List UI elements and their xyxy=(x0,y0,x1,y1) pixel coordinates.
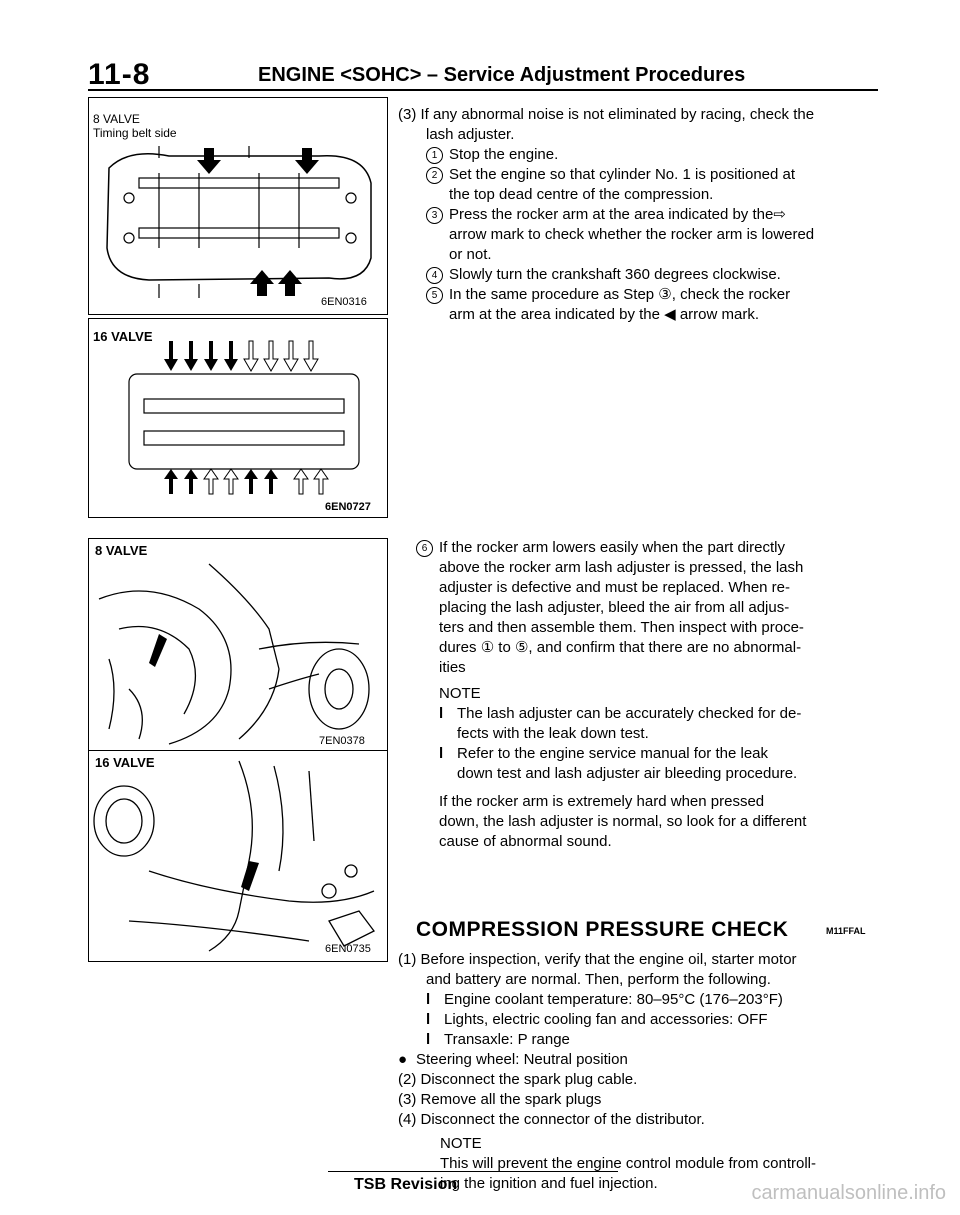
figure-code: 7EN0378 xyxy=(319,735,365,747)
cylinder-head-8v-drawing xyxy=(106,146,372,298)
note-line: down test and lash adjuster air bleeding… xyxy=(457,765,798,782)
step-line: Slowly turn the crankshaft 360 degrees c… xyxy=(449,266,781,283)
step-number-icon: 1 xyxy=(426,147,443,164)
note-label: NOTE xyxy=(439,685,481,702)
figure-code: 6EN0735 xyxy=(325,943,371,955)
figure-label: 8 VALVE xyxy=(93,112,140,126)
page-number: 11-8 xyxy=(88,58,151,91)
note-label: NOTE xyxy=(440,1135,482,1152)
note-line: The lash adjuster can be accurately chec… xyxy=(457,705,802,722)
bullet-item: ● Steering wheel: Neutral position xyxy=(398,1050,878,1070)
figure-sublabel: Timing belt side xyxy=(93,126,177,140)
step-line: arm at the area indicated by the ◀ arrow… xyxy=(449,306,760,323)
substep-2: 2 Set the engine so that cylinder No. 1 … xyxy=(426,165,878,205)
bullet-text: Steering wheel: Neutral position xyxy=(416,1051,628,1068)
item-line: (4) Disconnect the connector of the dist… xyxy=(398,1111,705,1128)
arrow-marks xyxy=(197,148,319,296)
note-item: l Refer to the engine service manual for… xyxy=(439,744,806,784)
item-line: and battery are normal. Then, perform th… xyxy=(426,971,771,988)
bullet-icon: l xyxy=(426,1011,431,1028)
note-line: ing the ignition and fuel injection. xyxy=(440,1175,658,1192)
item-line: (2) Disconnect the spark plug cable. xyxy=(398,1071,638,1088)
footer-rule xyxy=(328,1171,618,1172)
bullet-text: Engine coolant temperature: 80–95°C (176… xyxy=(444,991,783,1008)
step-line: Set the engine so that cylinder No. 1 is… xyxy=(449,166,796,183)
para-line: placing the lash adjuster, bleed the air… xyxy=(439,599,790,616)
substeps: 1 Stop the engine. 2 Set the engine so t… xyxy=(398,145,878,325)
bullet-list: l Engine coolant temperature: 80–95°C (17… xyxy=(398,990,878,1050)
step-number-icon: 3 xyxy=(426,207,443,224)
bullet-item: l Transaxle: P range xyxy=(426,1030,878,1050)
para-line: If the rocker arm is extremely hard when… xyxy=(439,793,765,810)
figure-label: 8 VALVE xyxy=(95,543,148,558)
step-line: or not. xyxy=(449,246,492,263)
figure-code: 6EN0727 xyxy=(325,501,371,513)
watermark: carmanualsonline.info xyxy=(751,1182,946,1204)
bullet-text: Transaxle: P range xyxy=(444,1031,570,1048)
step-number-icon: 6 xyxy=(416,540,433,557)
procedure-step-6: 6 If the rocker arm lowers easily when t… xyxy=(416,538,878,852)
para-line: (3) If any abnormal noise is not elimina… xyxy=(398,106,815,123)
step-number-icon: 4 xyxy=(426,267,443,284)
step-line: the top dead centre of the compression. xyxy=(449,186,714,203)
page-title: ENGINE <SOHC> – Service Adjustment Proce… xyxy=(258,64,746,86)
section-heading: COMPRESSION PRESSURE CHECK xyxy=(416,918,789,941)
bullet-icon: l xyxy=(426,991,431,1008)
figure-label: 16 VALVE xyxy=(93,329,153,344)
bullet-icon: ● xyxy=(398,1051,408,1068)
substep-5: 5 In the same procedure as Step ③, check… xyxy=(426,285,878,325)
bullet-item: l Engine coolant temperature: 80–95°C (17… xyxy=(426,990,878,1010)
figure-16-valve-top: 16 VALVE 6EN0727 xyxy=(88,318,388,518)
para-line: If the rocker arm lowers easily when the… xyxy=(439,539,785,556)
bullet-item: l Lights, electric cooling fan and access… xyxy=(426,1010,878,1030)
para-line: dures ① to ⑤, and confirm that there are… xyxy=(439,639,802,656)
note-line: fects with the leak down test. xyxy=(457,725,649,742)
para-line: down, the lash adjuster is normal, so lo… xyxy=(439,813,807,830)
compression-procedure: (1) Before inspection, verify that the e… xyxy=(398,950,878,1194)
figure-8-valve-top: 8 VALVE Timing belt side 6EN0316 xyxy=(88,97,388,315)
substep-1: 1 Stop the engine. xyxy=(426,145,878,165)
rocker-arm-8v-drawing xyxy=(98,563,370,745)
substep-4: 4 Slowly turn the crankshaft 360 degrees… xyxy=(426,265,878,285)
bullet-icon: l xyxy=(439,705,444,722)
para-line: lash adjuster. xyxy=(426,126,515,143)
arrow-mark-icon: ⇨ xyxy=(773,206,786,223)
step-line: arrow mark to check whether the rocker a… xyxy=(449,226,815,243)
para-line: ities xyxy=(439,659,466,676)
note-line: Refer to the engine service manual for t… xyxy=(457,745,769,762)
para-line: cause of abnormal sound. xyxy=(439,833,612,850)
para-line: ters and then assemble them. Then inspec… xyxy=(439,619,804,636)
rocker-arm-16v-drawing xyxy=(93,760,375,952)
step-line: Press the rocker arm at the area indicat… xyxy=(449,206,774,223)
step-line: In the same procedure as Step ③, check t… xyxy=(449,286,791,303)
para-line: above the rocker arm lash adjuster is pr… xyxy=(439,559,804,576)
figure-8-valve-press: 8 VALVE 7EN0378 xyxy=(88,538,388,752)
bullet-icon: l xyxy=(426,1031,431,1048)
figure-code: 6EN0316 xyxy=(321,296,367,308)
para-line: adjuster is defective and must be replac… xyxy=(439,579,791,596)
step-number-icon: 2 xyxy=(426,167,443,184)
footer-revision: TSB Revision xyxy=(354,1176,458,1193)
cylinder-head-16v-drawing xyxy=(128,340,360,495)
bullet-text: Lights, electric cooling fan and accesso… xyxy=(444,1011,768,1028)
step-number-icon: 5 xyxy=(426,287,443,304)
note-line: This will prevent the engine control mod… xyxy=(440,1155,817,1172)
header-rule xyxy=(88,89,878,91)
item-line: (1) Before inspection, verify that the e… xyxy=(398,951,797,968)
note-item: l The lash adjuster can be accurately ch… xyxy=(439,704,806,744)
figure-label: 16 VALVE xyxy=(95,755,155,770)
section-code: M11FFAL xyxy=(826,926,866,936)
substep-3: 3 Press the rocker arm at the area indic… xyxy=(426,205,878,265)
procedure-step-3: (3) If any abnormal noise is not elimina… xyxy=(398,105,878,325)
step-line: Stop the engine. xyxy=(449,146,559,163)
figure-16-valve-press: 16 VALVE 6EN0735 xyxy=(88,750,388,962)
item-line: (3) Remove all the spark plugs xyxy=(398,1091,602,1108)
bullet-icon: l xyxy=(439,745,444,762)
